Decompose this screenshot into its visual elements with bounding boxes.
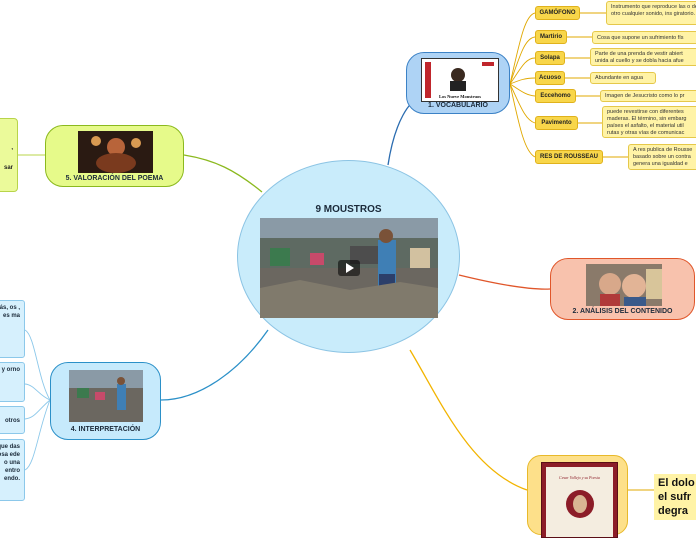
- book-big-text[interactable]: El dolo el sufr degra: [654, 474, 696, 520]
- definition-res-de-rousseau[interactable]: A res publica de Rousse basado sobre un …: [628, 144, 696, 170]
- book-cover: Cesar Vallejo y su Poesia: [541, 462, 618, 538]
- interpretation-note-4[interactable]: que das rosa ede o una entro endo.: [0, 439, 25, 501]
- interpretation-note-1[interactable]: ás, os , es ma: [0, 300, 25, 358]
- definition-solapa[interactable]: Parte de una prenda de vestir abiert uni…: [590, 48, 696, 66]
- valoracion-note-line-2: sar: [3, 165, 13, 171]
- book-big-text-line-2: el sufr: [658, 491, 692, 503]
- valoracion-painting-image: [78, 131, 153, 173]
- definition-acuoso[interactable]: Abundante en agua: [590, 72, 656, 84]
- book-cover-title: Cesar Vallejo y su Poesia: [559, 475, 600, 480]
- central-topic[interactable]: 9 MOUSTROS: [237, 160, 460, 353]
- book-cover-inner: Cesar Vallejo y su Poesia: [546, 467, 613, 537]
- definition-martirio[interactable]: Cosa que supone un sufrimiento fís: [592, 31, 696, 44]
- topic-vocabulario[interactable]: Los Nueve Monstruos 1. VOCABULARIO: [406, 52, 510, 114]
- portrait-image: [422, 59, 498, 101]
- valoracion-note[interactable]: , sar: [0, 118, 18, 192]
- topic-analisis[interactable]: 2. ANÁLISIS DEL CONTENIDO: [550, 258, 695, 320]
- vocabulario-thumbnail: Los Nueve Monstruos: [421, 58, 499, 102]
- definition-pavimento[interactable]: puede revestirse con diferentes maderas.…: [602, 106, 696, 138]
- term-solapa[interactable]: Solapa: [535, 51, 565, 65]
- analisis-thumbnail: [586, 264, 662, 306]
- term-gamofono[interactable]: GAMÓFONO: [535, 6, 580, 20]
- vocabulario-label: 1. VOCABULARIO: [428, 102, 488, 109]
- interpretacion-label: 4. INTERPRETACIÓN: [70, 426, 141, 433]
- term-pavimento[interactable]: Pavimento: [535, 116, 578, 130]
- valoracion-label: 5. VALORACIÓN DEL POEMA: [65, 175, 164, 182]
- definition-gamofono[interactable]: Instrumento que reproduce las o de otro …: [606, 1, 696, 25]
- valoracion-thumbnail: [78, 131, 153, 173]
- topic-interpretacion[interactable]: 4. INTERPRETACIÓN: [50, 362, 161, 440]
- central-topic-title: 9 MOUSTROS: [315, 204, 382, 215]
- topic-valoracion[interactable]: 5. VALORACIÓN DEL POEMA: [45, 125, 184, 187]
- central-video-thumbnail[interactable]: [260, 218, 438, 318]
- interpretation-note-3[interactable]: otros: [0, 406, 25, 434]
- vocabulario-thumb-title: Los Nueve Monstruos: [438, 94, 481, 99]
- video-scene-image: [260, 218, 438, 318]
- topic-book[interactable]: Cesar Vallejo y su Poesia: [527, 455, 628, 538]
- valoracion-note-line-1: ,: [11, 145, 13, 151]
- term-martirio[interactable]: Martirio: [535, 30, 567, 44]
- book-big-text-line-3: degra: [658, 505, 688, 517]
- children-image: [586, 264, 662, 306]
- definition-eccehomo[interactable]: Imagen de Jesucristo como lo pr: [600, 90, 696, 102]
- term-res-de-rousseau[interactable]: RES DE ROUSSEAU: [535, 150, 603, 164]
- play-icon[interactable]: [338, 260, 360, 276]
- book-portrait-face: [573, 495, 587, 513]
- term-acuoso[interactable]: Acuoso: [535, 71, 565, 85]
- interpretacion-thumbnail: [69, 370, 143, 422]
- book-portrait: [566, 490, 594, 518]
- connector-lines: [18, 12, 654, 491]
- analisis-label: 2. ANÁLISIS DEL CONTENIDO: [572, 308, 673, 315]
- interpretation-note-2[interactable]: y orno: [0, 362, 25, 402]
- book-big-text-line-1: El dolo: [658, 477, 695, 489]
- term-eccehomo[interactable]: Eccehomo: [535, 89, 576, 103]
- interpretacion-scene-image: [69, 370, 143, 422]
